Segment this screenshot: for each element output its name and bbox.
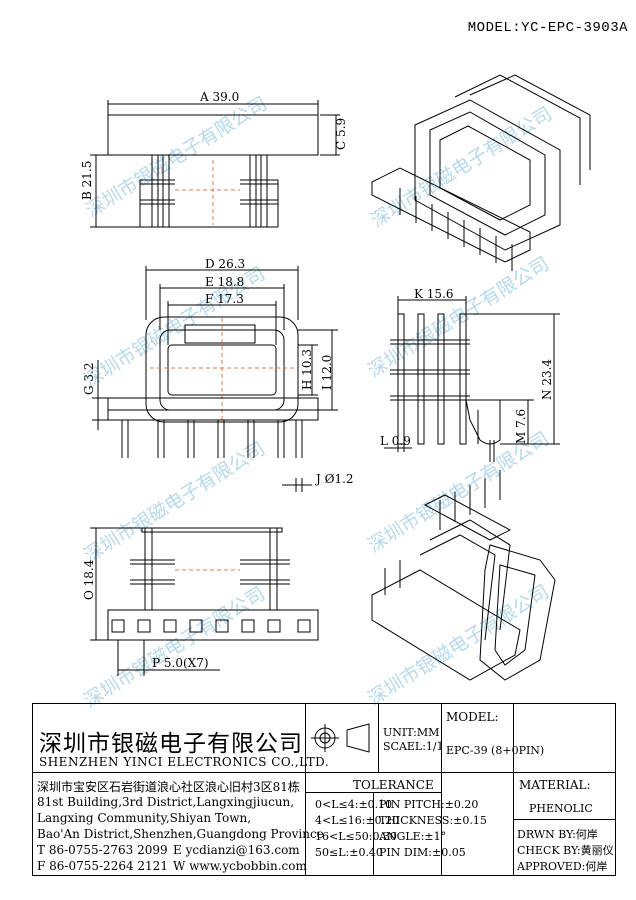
dim-m: M 7.6 (514, 408, 528, 444)
dim-c: C 5.9 (334, 117, 348, 150)
tol-row-2: 4<L≤16:±0.20 (315, 814, 400, 827)
checked-by: CHECK BY:黄丽仪 (517, 844, 614, 857)
dim-j: J Ø1.2 (316, 472, 354, 486)
iso-view-1 (371, 74, 591, 271)
company-web: W www.ycbobbin.com (173, 859, 307, 873)
dim-n: N 23.4 (540, 358, 554, 400)
top-view (90, 100, 340, 228)
tol-row-4: 50≤L:±0.40 (315, 846, 383, 859)
dim-d: D 26.3 (205, 257, 246, 271)
dim-g: G 3.2 (82, 362, 96, 395)
company-fax: F 86-0755-2264 2121 (37, 859, 168, 873)
company-tel: T 86-0755-2763 2099 (37, 843, 168, 857)
dim-e: E 18.8 (205, 275, 245, 289)
unit-label: UNIT:MM (383, 726, 440, 739)
bottom-view (90, 527, 319, 676)
address-cn: 深圳市宝安区石岩街道浪心社区浪心旧村3区81栋 (37, 780, 300, 794)
model-label: MODEL: (446, 710, 499, 724)
dim-a: A 39.0 (200, 90, 240, 104)
address-en-2: Langxing Community,Shiyan Town, (37, 811, 252, 825)
middle-view (92, 266, 338, 492)
address-en-1: 81st Building,3rd District,Langxingjiucu… (37, 795, 295, 809)
side-view (384, 296, 560, 462)
dim-k: K 15.6 (414, 287, 454, 301)
material-value: PHENOLIC (529, 802, 593, 815)
drawn-by: DRWN BY:何岸 (517, 828, 598, 841)
company-email: E ycdianzi@163.com (173, 843, 300, 857)
model-value: EPC-39 (8+0PIN) (446, 744, 545, 757)
company-name-en: SHENZHEN YINCI ELECTRONICS CO.,LTD. (39, 755, 330, 769)
tol-row-3: 16<L≤50:0.30 (315, 830, 397, 843)
scale-label: SCAEL:1/1 (383, 740, 444, 753)
tol2-row-2: THICKNESS:±0.15 (379, 814, 487, 827)
tol2-row-4: PIN DIM:±0.05 (379, 846, 466, 859)
model-header: MODEL:YC-EPC-3903A (467, 20, 628, 36)
dim-h: H 10.3 (300, 349, 314, 390)
approved-by: APPROVED:何岸 (517, 860, 608, 873)
dim-f: F 17.3 (205, 292, 244, 306)
dim-p: P 5.0(X7) (152, 656, 209, 670)
tol2-row-1: PIN PITCH:±0.20 (379, 798, 479, 811)
tol2-row-3: ANGLE:±1° (379, 830, 447, 843)
address-en-3: Bao'An District,Shenzhen,Guangdong Provi… (37, 827, 324, 841)
dim-b: B 21.5 (80, 160, 94, 200)
title-block: 深圳市银磁电子有限公司 SHENZHEN YINCI ELECTRONICS C… (32, 703, 616, 876)
dim-o: O 18.4 (82, 559, 96, 600)
dim-l: L 0.9 (380, 434, 411, 448)
tolerance-title: TOLERANCE (353, 778, 434, 792)
tol-row-1: 0<L≤4:±0.10 (315, 798, 393, 811)
material-label: MATERIAL: (519, 778, 591, 792)
technical-drawing (90, 74, 591, 681)
dim-i: I 12.0 (320, 354, 334, 390)
iso-view-2 (371, 470, 556, 681)
projection-symbol-icon (311, 723, 370, 753)
company-name-cn: 深圳市银磁电子有限公司 (39, 731, 303, 757)
